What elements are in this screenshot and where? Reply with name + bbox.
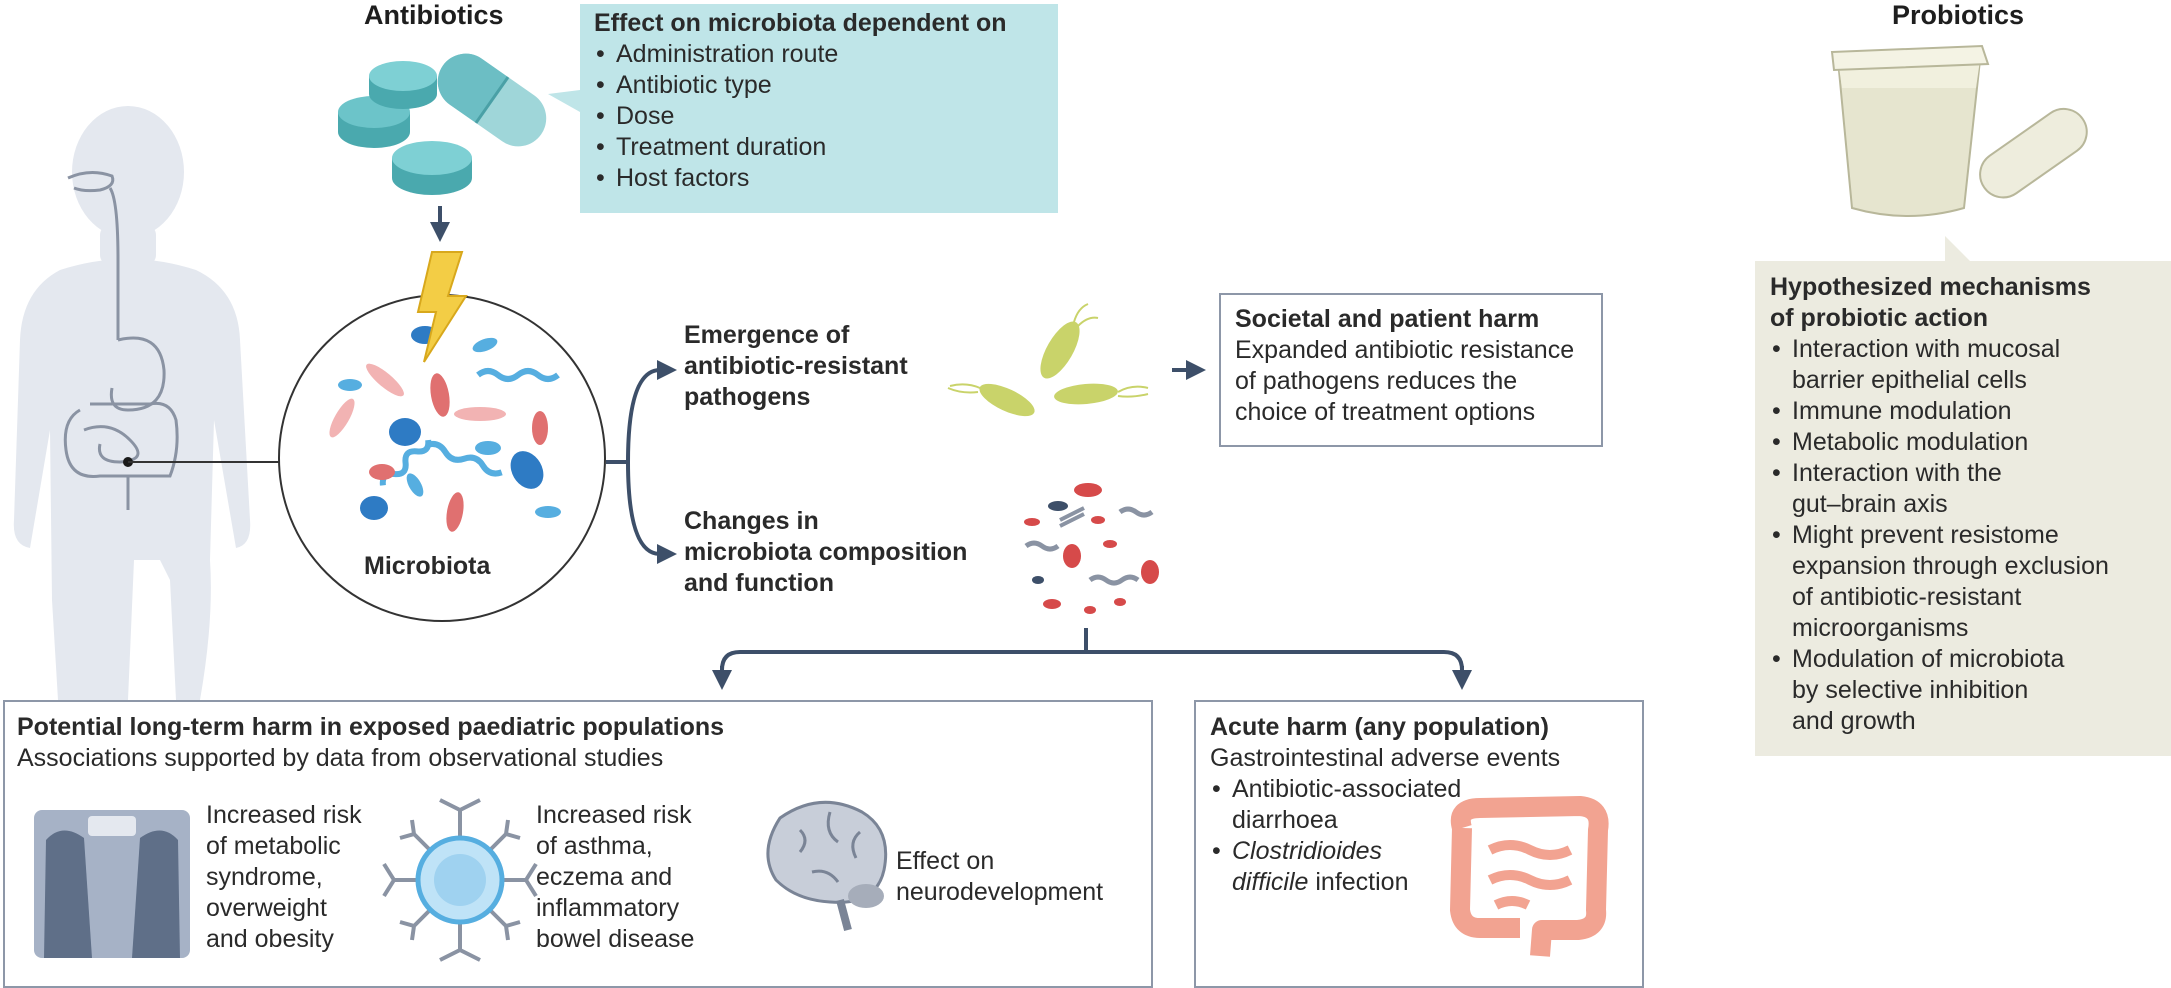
resistance-label: Emergence of antibiotic-resistant pathog… <box>684 321 908 411</box>
probiotic-cup-icon <box>1830 44 2088 217</box>
weighing-scale-icon <box>34 810 190 958</box>
resistant-bacteria-icon <box>947 303 1149 417</box>
lightning-bolt-icon <box>416 251 468 363</box>
acute-title: Acute harm (any population) <box>1210 713 1549 741</box>
microbes-icon <box>329 326 561 532</box>
factor-item: Antibiotic type <box>594 70 1007 101</box>
mechanism-item: Modulation of microbiota by selective in… <box>1770 644 2109 737</box>
factors-title: Effect on microbiota dependent on <box>594 9 1007 37</box>
digestive-tract-icon <box>63 171 179 510</box>
mechanism-item: Interaction with mucosal barrier epithel… <box>1770 334 2109 396</box>
acute-item: Clostridioides difficile infection <box>1210 836 1560 898</box>
metabolic-risk-text: Increased risk of metabolic syndrome, ov… <box>206 801 362 953</box>
long-term-title: Potential long-term harm in exposed paed… <box>17 713 725 741</box>
mechanism-item: Immune modulation <box>1770 396 2109 427</box>
factor-item: Host factors <box>594 163 1007 194</box>
societal-title: Societal and patient harm <box>1235 305 1540 333</box>
acute-subtitle: Gastrointestinal adverse events <box>1210 744 1561 772</box>
probiotics-title: Probiotics <box>1892 0 2025 30</box>
antibiotic-pills-icon <box>338 53 547 195</box>
antibiotics-title: Antibiotics <box>364 0 504 30</box>
antibiotics-factors-box: Effect on microbiota dependent on Admini… <box>594 8 1007 194</box>
long-term-harm-box: Potential long-term harm in exposed paed… <box>3 700 1153 988</box>
factor-item: Treatment duration <box>594 132 1007 163</box>
long-term-subtitle: Associations supported by data from obse… <box>17 744 664 772</box>
mechanism-item: Interaction with the gut–brain axis <box>1770 458 2109 520</box>
human-silhouette <box>13 106 251 700</box>
societal-harm-box: Societal and patient harm Expanded antib… <box>1219 293 1603 447</box>
asthma-risk-text: Increased risk of asthma, eczema and inf… <box>536 801 695 953</box>
mechanism-item: Might prevent resistome expansion throug… <box>1770 520 2109 644</box>
neurodevelopment-text: Effect on neurodevelopment <box>896 847 1104 906</box>
mechanism-item: Metabolic modulation <box>1770 427 2109 458</box>
microbiota-label: Microbiota <box>364 552 491 580</box>
composition-label: Changes in microbiota composition and fu… <box>684 507 968 597</box>
brain-icon <box>766 800 888 932</box>
altered-microbiota-icon <box>1024 483 1159 614</box>
factor-item: Administration route <box>594 39 1007 70</box>
acute-item: Antibiotic-associated diarrhoea <box>1210 774 1560 836</box>
acute-harm-box: Acute harm (any population) Gastrointest… <box>1194 700 1644 988</box>
probiotic-mechanisms: Hypothesized mechanisms of probiotic act… <box>1770 272 2109 737</box>
factor-item: Dose <box>594 101 1007 132</box>
